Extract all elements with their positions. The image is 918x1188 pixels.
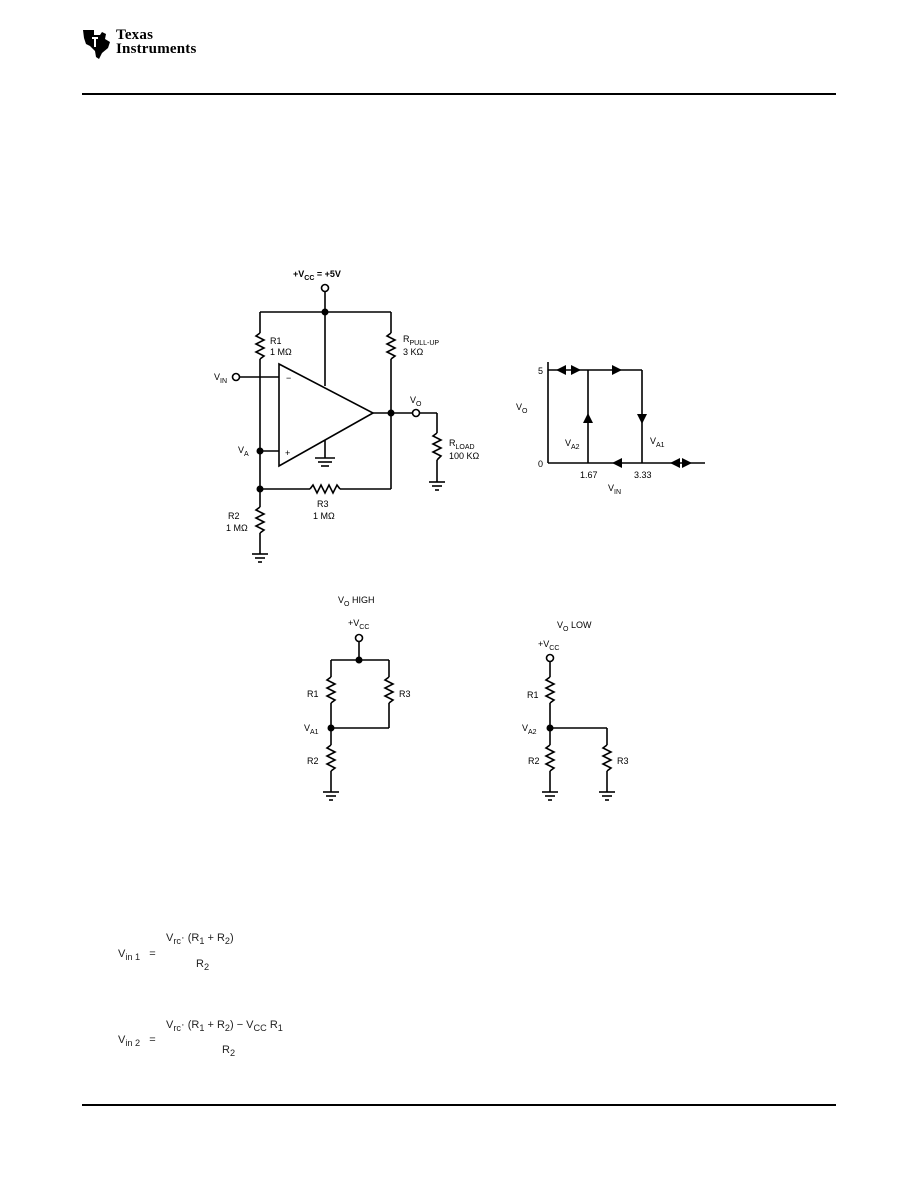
vo-high-circuit <box>323 633 395 801</box>
r2-name: R2 <box>228 511 240 521</box>
vo-low-r3: R3 <box>617 756 629 766</box>
vo-terminal <box>411 408 421 418</box>
r2-value: 1 MΩ <box>226 523 248 533</box>
vcc-terminal <box>320 283 330 293</box>
eq1-numerator: Vrc· (R1 + R2) <box>166 932 234 947</box>
vcc-label: +VCC = +5V <box>293 269 341 282</box>
hysteresis-arrows <box>556 365 692 468</box>
texas-state-icon <box>83 30 110 59</box>
rload-value: 100 KΩ <box>449 451 480 461</box>
vin-label: VIN <box>214 372 227 385</box>
graph-ylabel: VO <box>516 402 528 415</box>
graph-y-top: 5 <box>538 366 543 376</box>
rpullup-value: 3 KΩ <box>403 347 424 357</box>
r1-name: R1 <box>270 336 282 346</box>
rload-name: RLOAD <box>449 438 475 451</box>
rpullup-name: RPULL-UP <box>403 334 439 347</box>
graph-va1-label: VA1 <box>650 436 665 449</box>
noninverting-input-sign: + <box>285 448 290 458</box>
comparator-opamp <box>278 362 375 468</box>
graph-xtick-2: 3.33 <box>634 470 652 480</box>
ti-logo: Texas Instruments <box>80 24 230 62</box>
graph-xtick-1: 1.67 <box>580 470 598 480</box>
vo-high-va1: VA1 <box>304 723 319 736</box>
header-rule <box>82 93 836 95</box>
vo-high-r2: R2 <box>307 756 319 766</box>
vo-low-r2: R2 <box>528 756 540 766</box>
eq2-denominator: R2 <box>222 1044 236 1059</box>
graph-xlabel: VIN <box>608 483 621 496</box>
r1-value: 1 MΩ <box>270 347 292 357</box>
ti-wordmark: Texas Instruments <box>116 27 197 57</box>
r1-resistor <box>254 332 266 360</box>
r3-resistor <box>309 483 341 495</box>
rload-resistor <box>431 432 443 461</box>
vo-low-circuit <box>542 653 615 801</box>
inverting-input-sign: − <box>286 373 291 383</box>
vo-high-vcc: +VCC <box>348 618 369 631</box>
r3-value: 1 MΩ <box>313 511 335 521</box>
graph-y-zero: 0 <box>538 459 543 469</box>
logo-line1: Texas <box>116 27 154 43</box>
vo-high-r1: R1 <box>307 689 319 699</box>
rpullup-resistor <box>385 332 397 360</box>
vo-label: VO <box>410 395 422 408</box>
graph-va2-label: VA2 <box>565 438 580 451</box>
main-schematic <box>231 283 445 563</box>
vo-high-r3: R3 <box>399 689 411 699</box>
vo-low-title: VO LOW <box>557 620 592 633</box>
vo-high-title: VO HIGH <box>338 595 374 608</box>
logo-line2: Instruments <box>116 41 197 57</box>
vo-low-va2: VA2 <box>522 723 537 736</box>
va-label: VA <box>238 445 249 458</box>
eq1-denominator: R2 <box>196 958 210 973</box>
vo-low-vcc: +VCC <box>538 639 559 652</box>
footer-rule <box>82 1104 836 1106</box>
vo-low-r1: R1 <box>527 690 539 700</box>
r3-name: R3 <box>317 499 329 509</box>
vin-terminal <box>231 372 241 382</box>
eq2-numerator: Vrc· (R1 + R2) − VCC R1 <box>166 1019 283 1034</box>
r2-resistor <box>254 506 266 534</box>
eq1-lhs: Vin 1 = <box>118 948 156 963</box>
eq2-lhs: Vin 2 = <box>118 1034 156 1049</box>
